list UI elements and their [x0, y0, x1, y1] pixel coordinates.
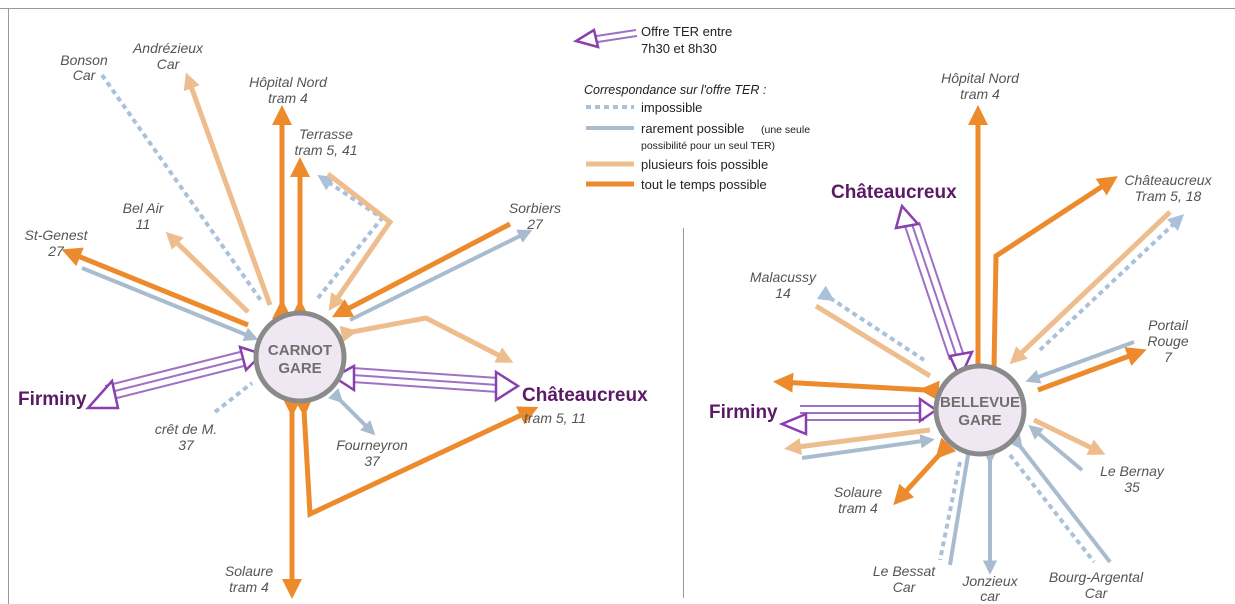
route-stgenest-orange — [61, 247, 249, 328]
bv-label-bessat-1: Le Bessat — [873, 563, 936, 579]
label-cret-2: 37 — [178, 437, 195, 453]
route-bessat-dashed — [938, 461, 962, 561]
label-terrasse-2: tram 5, 41 — [294, 142, 357, 158]
bv-label-bourg-1: Bourg-Argental — [1049, 569, 1144, 585]
carnot-firminy-label: Firminy — [18, 389, 87, 410]
bv-label-jonzieux-2: car — [980, 588, 1001, 604]
bv-label-hopital-2: tram 4 — [960, 86, 1000, 102]
label-andrezieux-2: Car — [157, 56, 181, 72]
bv-label-portail-2: Rouge — [1147, 333, 1188, 349]
label-bonson-2: Car — [73, 67, 97, 83]
carnot-panel: CARNOT GARE Firminy Châteaucreux tram 5,… — [18, 40, 648, 600]
frame-top-border — [0, 8, 1235, 9]
route-cret — [213, 381, 254, 414]
bv-label-chat-2: Tram 5, 18 — [1135, 188, 1202, 204]
route-bv-portail — [1037, 347, 1147, 393]
bv-label-solaure-1: Solaure — [834, 484, 882, 500]
carnot-hub-line1: CARNOT — [268, 342, 332, 359]
bellevue-chateaucreux-label: Châteaucreux — [831, 182, 957, 203]
ter-carnot-chateaucreux — [331, 363, 521, 403]
bv-label-malacussy-2: 14 — [775, 285, 791, 301]
label-fourneyron-1: Fourneyron — [336, 437, 408, 453]
route-terrasse-tan — [326, 172, 394, 311]
label-bonson-1: Bonson — [60, 52, 108, 68]
route-bourg-dashed — [1008, 453, 1096, 564]
legend-ter-line1: Offre TER entre — [641, 24, 732, 39]
route-belair — [165, 231, 250, 314]
bv-label-bernay-1: Le Bernay — [1100, 463, 1165, 479]
legend-rarely-note2: possibilité pour un seul TER) — [641, 140, 775, 152]
route-bonson — [100, 73, 264, 304]
bv-label-bessat-2: Car — [893, 579, 917, 595]
route-malacussy-tan — [814, 303, 932, 379]
route-solaure-chateaucreux — [293, 396, 539, 518]
legend-ter-line2: 7h30 et 8h30 — [641, 41, 717, 56]
label-andrezieux-1: Andrézieux — [132, 40, 204, 56]
bv-label-chat-1: Châteaucreux — [1124, 172, 1212, 188]
label-solaure-2: tram 4 — [229, 579, 269, 595]
label-solaure-1: Solaure — [225, 563, 273, 579]
frame-left-border — [8, 8, 9, 604]
route-chateaucreux-tan — [339, 315, 514, 363]
bv-label-solaure-2: tram 4 — [838, 500, 878, 516]
route-fourneyron — [328, 388, 376, 436]
bellevue-firminy-label: Firminy — [709, 402, 778, 423]
label-hopital-1: Hôpital Nord — [249, 74, 328, 90]
label-stgenest-2: 27 — [47, 243, 65, 259]
ter-bellevue-chateaucreux — [894, 203, 975, 382]
bv-label-jonzieux-1: Jonzieux — [961, 573, 1018, 589]
bv-label-hopital-1: Hôpital Nord — [941, 70, 1020, 86]
legend: Offre TER entre 7h30 et 8h30 Corresponda… — [572, 24, 810, 192]
route-malacussy-dashed — [816, 285, 926, 362]
route-firminy-tan — [784, 427, 931, 456]
route-bernay-tan — [1032, 417, 1106, 455]
label-sorbiers-1: Sorbiers — [509, 200, 561, 216]
route-sorbiers-orange — [331, 221, 512, 318]
legend-always: tout le temps possible — [641, 177, 767, 192]
route-bourg-blue — [1008, 434, 1112, 564]
ter-firminy-carnot — [85, 345, 265, 410]
carnot-hub — [253, 310, 347, 404]
route-andrezieux — [183, 72, 273, 306]
legend-rarely: rarement possible — [641, 121, 744, 136]
label-terrasse-1: Terrasse — [299, 126, 353, 142]
label-belair-1: Bel Air — [123, 200, 165, 216]
route-stgenest-blue — [81, 266, 259, 342]
carnot-chateaucreux-sub: tram 5, 11 — [524, 410, 586, 426]
bellevue-hub-line2: GARE — [958, 412, 1001, 429]
route-bv-chateaucreux — [983, 176, 1118, 382]
carnot-hub-line2: GARE — [278, 360, 321, 377]
bv-label-portail-1: Portail — [1148, 317, 1189, 333]
bv-label-bernay-2: 35 — [1124, 479, 1140, 495]
bellevue-panel: BELLEVUE GARE Firminy Châteaucreux Hôpit… — [709, 70, 1213, 604]
label-hopital-2: tram 4 — [268, 90, 308, 106]
bellevue-hub-line1: BELLEVUE — [940, 394, 1020, 411]
route-bessat-blue — [948, 444, 977, 566]
label-cret-1: crêt de M. — [155, 421, 217, 437]
bellevue-hub — [933, 363, 1027, 457]
label-fourneyron-2: 37 — [364, 453, 381, 469]
label-stgenest-1: St-Genest — [24, 227, 88, 243]
legend-rarely-note1: (une seule — [761, 124, 810, 136]
bv-label-portail-3: 7 — [1164, 349, 1173, 365]
bv-label-malacussy-1: Malacussy — [750, 269, 817, 285]
legend-ter-symbol — [572, 28, 638, 49]
label-sorbiers-2: 27 — [526, 216, 544, 232]
route-sorbiers-blue — [349, 229, 533, 322]
route-bv-solaure — [893, 437, 957, 506]
legend-impossible: impossible — [641, 100, 702, 115]
legend-correspondence-title: Correspondance sur l'offre TER : — [584, 83, 766, 97]
route-bv-firminy — [773, 372, 940, 401]
route-bernay-blue — [1028, 424, 1084, 472]
label-belair-2: 11 — [136, 216, 151, 232]
carnot-chateaucreux-label: Châteaucreux — [522, 385, 648, 406]
panel-divider — [683, 228, 684, 598]
bv-label-bourg-2: Car — [1085, 585, 1109, 601]
ter-firminy-bellevue — [778, 396, 939, 436]
legend-several: plusieurs fois possible — [641, 157, 768, 172]
